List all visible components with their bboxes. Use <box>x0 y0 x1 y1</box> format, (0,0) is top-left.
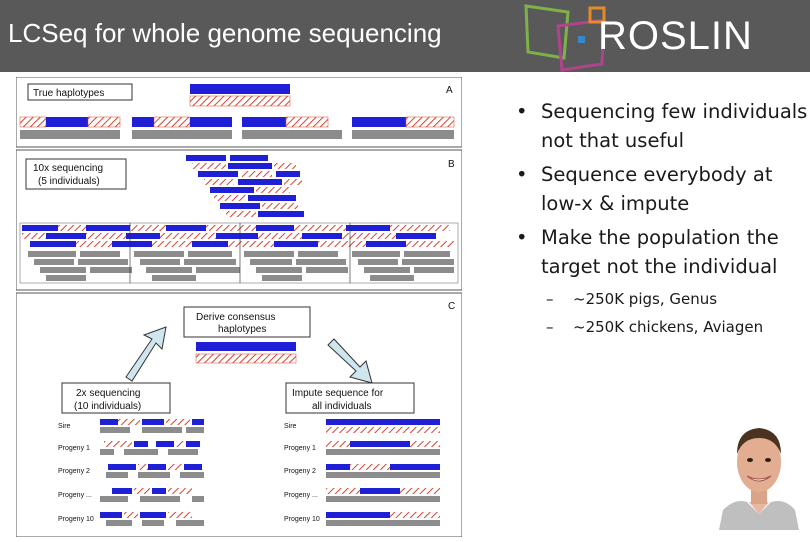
right-row-progeny-etc: Progeny ... <box>284 492 318 499</box>
lcseq-figure: True haplotypes A 10x sequencing (5 indi… <box>15 76 463 538</box>
panel-b-letter: B <box>448 159 455 170</box>
right-row-sire: Sire <box>284 423 297 430</box>
bullet-item: Sequence everybody at low-x & impute <box>512 161 808 218</box>
roslin-logo: ROSLIN <box>518 0 810 72</box>
panel-b-reads-top <box>186 155 304 217</box>
left-row-progeny-2: Progeny 2 <box>58 468 90 475</box>
panel-c: C Derive consensus haplotypes 2x sequenc… <box>15 292 463 538</box>
panel-c-right-label-1: Impute sequence for <box>292 388 384 399</box>
panel-a-label: True haplotypes <box>33 88 104 99</box>
panel-c-left-label-2: (10 individuals) <box>74 401 141 412</box>
presenter-photo <box>715 410 802 530</box>
right-row-progeny-10: Progeny 10 <box>284 516 320 523</box>
arrow-up-left <box>125 326 167 382</box>
left-row-progeny-10: Progeny 10 <box>58 516 94 523</box>
arrow-down-right <box>327 338 373 384</box>
panel-b: 10x sequencing (5 individuals) B <box>15 149 463 291</box>
panel-c-right-label-2: all individuals <box>312 401 371 412</box>
slide-header: LCSeq for whole genome sequencing ROSLIN <box>0 0 810 72</box>
panel-b-reads-bottom <box>19 222 459 284</box>
panel-b-label-2: (5 individuals) <box>38 176 100 187</box>
right-row-progeny-2: Progeny 2 <box>284 468 316 475</box>
bullet-item: Sequencing few individuals not that usef… <box>512 98 808 155</box>
logo-text: ROSLIN <box>598 14 753 58</box>
panel-c-center-label-1: Derive consensus <box>196 312 275 323</box>
bullet-list: Sequencing few individuals not that usef… <box>512 98 808 337</box>
panel-c-letter: C <box>448 301 455 312</box>
left-row-progeny-etc: Progeny ... <box>58 492 92 499</box>
panel-b-label-1: 10x sequencing <box>33 163 103 174</box>
panel-a-letter: A <box>446 85 453 96</box>
panel-a: True haplotypes A <box>15 76 463 148</box>
slide-title: LCSeq for whole genome sequencing <box>8 18 442 48</box>
left-row-progeny-1: Progeny 1 <box>58 445 90 452</box>
right-row-progeny-1: Progeny 1 <box>284 445 316 452</box>
right-reads <box>326 419 440 526</box>
left-row-sire: Sire <box>58 423 71 430</box>
lcseq-figure-svg: True haplotypes A 10x sequencing (5 indi… <box>15 76 463 538</box>
presenter-photo-svg <box>715 410 802 530</box>
roslin-logo-mark <box>524 4 606 72</box>
bullet-item: Make the population the target not the i… <box>512 224 808 281</box>
panel-c-center-label-2: haplotypes <box>218 324 266 335</box>
left-reads <box>100 419 204 526</box>
sub-bullet-item: ~250K pigs, Genus <box>512 289 808 309</box>
panel-c-left-label-1: 2x sequencing <box>76 388 141 399</box>
sub-bullet-item: ~250K chickens, Aviagen <box>512 317 808 337</box>
